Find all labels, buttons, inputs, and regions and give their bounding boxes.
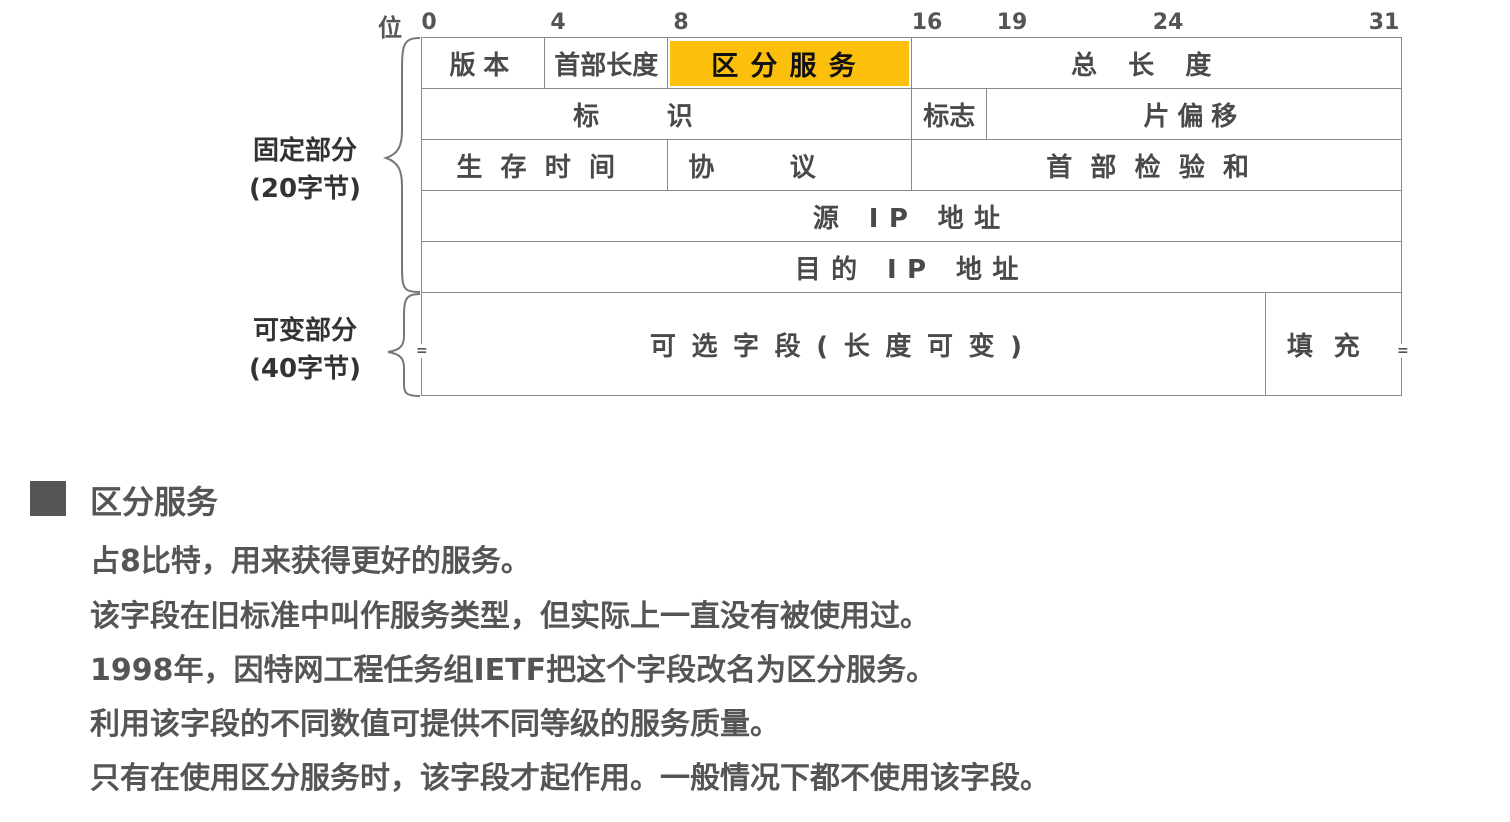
field-checksum: 首部检验和 bbox=[911, 139, 1403, 192]
bit-tick: 19 bbox=[996, 10, 1028, 35]
field-dest-ip: 目的 IP 地址 bbox=[421, 241, 1403, 294]
bit-tick: 16 bbox=[911, 10, 943, 35]
fixed-part-size: (20字节) bbox=[249, 174, 361, 204]
break-mark: = bbox=[1397, 343, 1409, 359]
fixed-part-label: 固定部分 bbox=[252, 136, 357, 166]
description-line: 该字段在旧标准中叫作服务类型，但实际上一直没有被使用过。 bbox=[90, 599, 930, 634]
description-line: 只有在使用区分服务时，该字段才起作用。一般情况下都不使用该字段。 bbox=[90, 761, 1050, 796]
bit-tick: 0 bbox=[421, 10, 437, 35]
bit-tick: 24 bbox=[1152, 10, 1184, 35]
variable-part-size: (40字节) bbox=[249, 354, 361, 384]
description-line: 占8比特，用来获得更好的服务。 bbox=[90, 544, 531, 579]
field-flags: 标志 bbox=[911, 88, 988, 141]
field-protocol: 协议 bbox=[667, 139, 913, 192]
field-identification: 标识 bbox=[421, 88, 913, 141]
variable-brace-icon bbox=[387, 293, 421, 397]
bullet-square-icon bbox=[30, 481, 66, 516]
variable-part-label: 可变部分 bbox=[252, 316, 357, 346]
field-source-ip: 源 IP 地址 bbox=[421, 190, 1403, 243]
description-line: 利用该字段的不同数值可提供不同等级的服务质量。 bbox=[90, 707, 780, 742]
break-mark: = bbox=[416, 343, 428, 359]
bit-axis-label: 位 bbox=[378, 14, 402, 42]
brace-icons bbox=[382, 37, 421, 397]
field-diff-serv-highlight: 区分服务 bbox=[670, 41, 909, 86]
field-version: 版本 bbox=[421, 37, 546, 90]
field-ttl: 生存时间 bbox=[421, 139, 669, 192]
field-options: 可选字段(长度可变) bbox=[421, 292, 1267, 397]
fixed-brace-icon bbox=[382, 37, 421, 293]
field-padding: 填充 bbox=[1265, 292, 1403, 397]
description-line: 1998年，因特网工程任务组IETF把这个字段改名为区分服务。 bbox=[90, 653, 937, 688]
field-header-length: 首部长度 bbox=[544, 37, 669, 90]
bit-tick: 31 bbox=[1368, 10, 1400, 35]
section-title: 区分服务 bbox=[90, 483, 219, 521]
bit-tick: 4 bbox=[550, 10, 566, 35]
field-fragment-offset: 片偏移 bbox=[986, 88, 1403, 141]
field-total-length: 总长度 bbox=[911, 37, 1403, 90]
bit-tick: 8 bbox=[673, 10, 689, 35]
